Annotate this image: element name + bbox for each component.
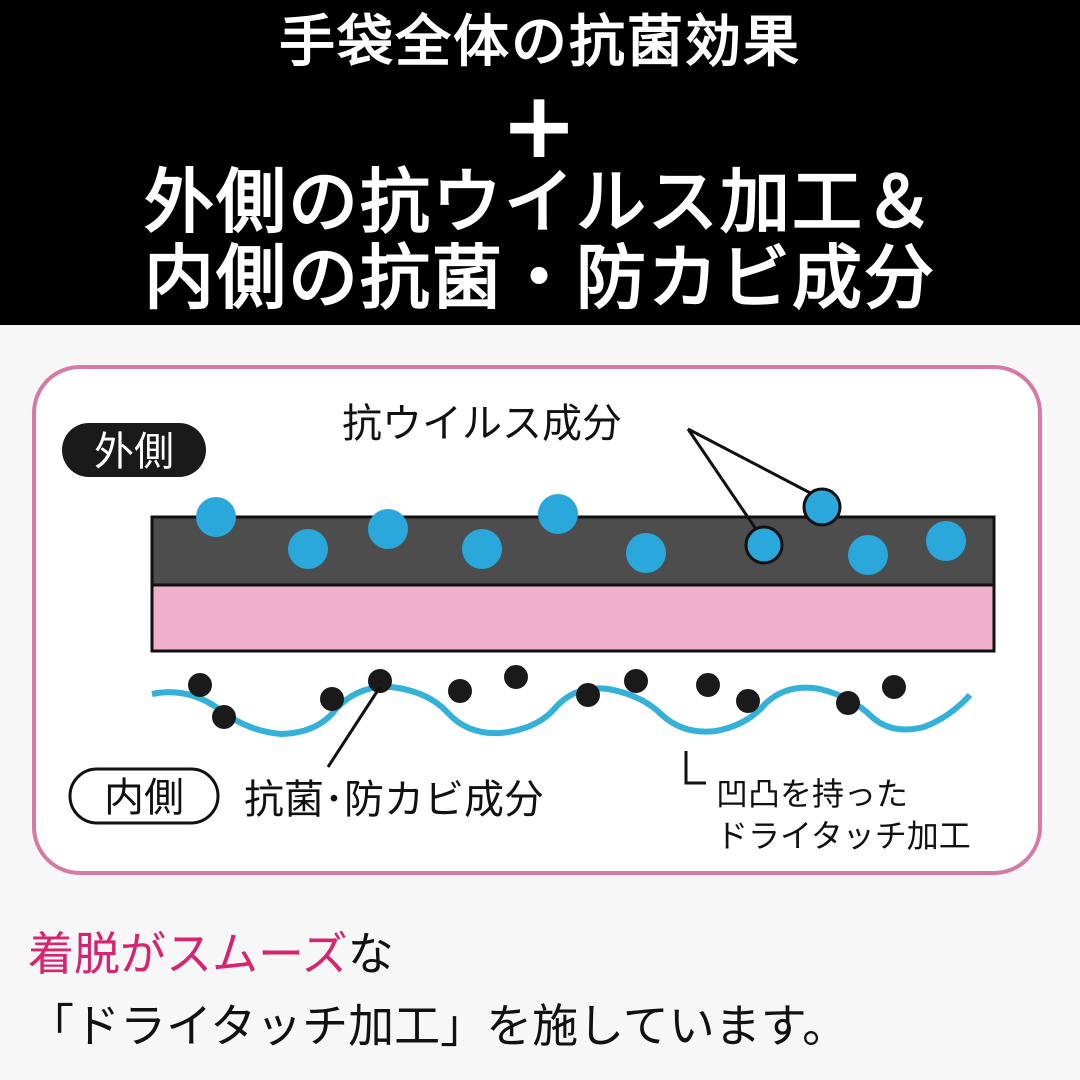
antiviral-dot bbox=[744, 525, 784, 565]
antibacterial-dot bbox=[836, 691, 860, 715]
antiviral-pointer-1 bbox=[686, 428, 766, 542]
antiviral-dot bbox=[802, 487, 842, 527]
antibacterial-dot bbox=[624, 669, 648, 693]
antiviral-dot bbox=[368, 509, 408, 549]
antibacterial-dot bbox=[736, 689, 760, 713]
antibacterial-dot bbox=[188, 673, 212, 697]
texture-label-line1: 凹凸を持った bbox=[716, 775, 908, 813]
antiviral-dot bbox=[196, 497, 236, 537]
diagram-canvas: 外側 抗ウイルス成分 bbox=[62, 401, 996, 855]
texture-label-line2: ドライタッチ加工 bbox=[716, 817, 971, 855]
antiviral-dot bbox=[848, 535, 888, 575]
antibacterial-dot bbox=[320, 687, 344, 711]
antiviral-dot bbox=[926, 521, 966, 561]
antibacterial-pointer bbox=[326, 686, 382, 768]
plus-icon: + bbox=[500, 72, 580, 179]
inner-label-pill bbox=[68, 767, 220, 825]
header-title-line4: 内側の抗菌・防カビ成分 bbox=[144, 237, 936, 319]
texture-bracket bbox=[684, 751, 706, 785]
inner-label: 内側 bbox=[104, 775, 184, 821]
footer-line1-rest: な bbox=[347, 927, 394, 981]
glove-layer-diagram: 外側 抗ウイルス成分 bbox=[32, 365, 1042, 875]
antiviral-dot bbox=[288, 529, 328, 569]
antibacterial-dot bbox=[504, 665, 528, 689]
header-title-line1: 手袋全体の抗菌効果 bbox=[279, 10, 801, 75]
outer-label: 外側 bbox=[94, 429, 174, 475]
header-title-line3: 外側の抗ウイルス加工＆ bbox=[144, 161, 936, 243]
antibacterial-dot bbox=[212, 705, 236, 729]
antiviral-label: 抗ウイルス成分 bbox=[342, 401, 622, 447]
inner-layer bbox=[150, 583, 996, 653]
antiviral-dot bbox=[626, 533, 666, 573]
antibacterial-dots bbox=[188, 665, 906, 729]
antibacterial-dot bbox=[368, 669, 392, 693]
header-banner: 手袋全体の抗菌効果 + 外側の抗ウイルス加工＆ 内側の抗菌・防カビ成分 bbox=[0, 0, 1080, 325]
antibacterial-dot bbox=[576, 683, 600, 707]
antiviral-dots bbox=[196, 487, 966, 575]
antibacterial-dot bbox=[696, 673, 720, 697]
outer-label-pill bbox=[62, 423, 206, 477]
antibacterial-dot bbox=[882, 675, 906, 699]
antiviral-pointer-2 bbox=[687, 427, 819, 499]
antiviral-dot bbox=[462, 529, 502, 569]
footer-line2: 「ドライタッチ加工」を施しています。 bbox=[28, 999, 849, 1053]
footer-highlight: 着脱がスムーズ bbox=[28, 927, 348, 981]
antibacterial-dot bbox=[448, 679, 472, 703]
antibacterial-label: 抗菌･防カビ成分 bbox=[244, 777, 544, 823]
footer-line1: 着脱がスムーズな bbox=[28, 918, 394, 984]
antiviral-dot bbox=[538, 494, 578, 534]
